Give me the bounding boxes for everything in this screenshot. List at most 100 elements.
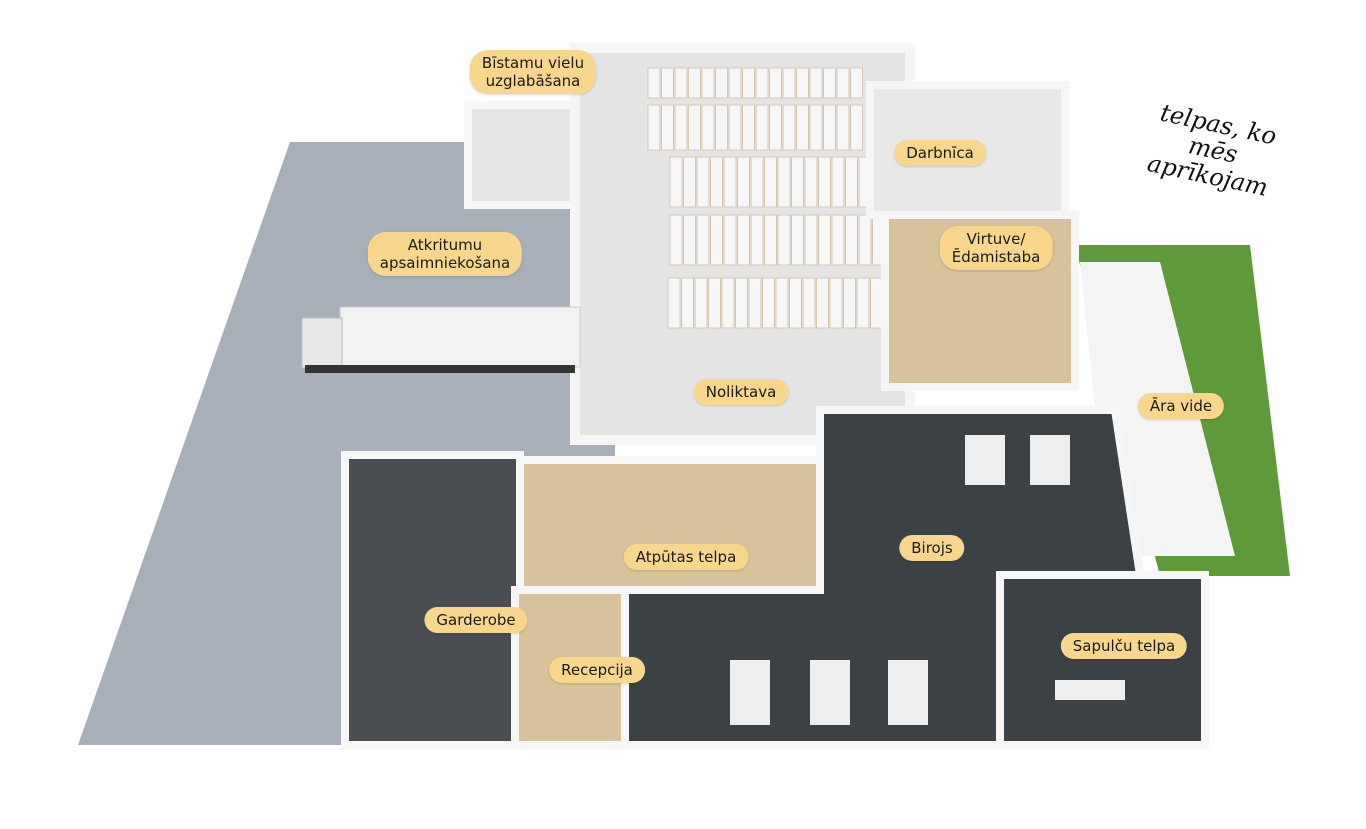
rack-box <box>721 277 735 329</box>
rack-box <box>816 277 829 329</box>
rack-box <box>735 277 748 329</box>
rack-box <box>683 156 696 208</box>
rack-box <box>683 214 696 266</box>
rack-box <box>818 214 831 266</box>
rack-box <box>681 277 694 329</box>
rack-box <box>750 156 764 208</box>
rack-box <box>708 277 721 329</box>
rack-box <box>836 104 850 151</box>
label-lounge: Atpūtas telpa <box>623 544 749 570</box>
rack-box <box>796 67 809 99</box>
truck <box>301 306 581 373</box>
rack-box <box>696 156 710 208</box>
rack-box <box>755 67 769 99</box>
rack-box <box>769 104 782 151</box>
rack-box <box>674 104 688 151</box>
rack-box <box>728 67 742 99</box>
office-desks <box>730 435 1125 725</box>
storage-racks <box>647 67 885 329</box>
rack-box <box>667 277 681 329</box>
rack-box <box>728 104 742 151</box>
rack-box <box>742 67 755 99</box>
rack-box <box>791 156 804 208</box>
rack-box <box>836 67 850 99</box>
label-warehouse: Noliktava <box>693 379 789 405</box>
rack-box <box>737 214 750 266</box>
rack-box <box>777 156 791 208</box>
rack-box <box>782 67 796 99</box>
rack-box <box>742 104 755 151</box>
rack-box <box>764 156 777 208</box>
label-kitchen: Virtuve/Ēdamistaba <box>939 226 1053 270</box>
rack-box <box>850 67 863 99</box>
rack-box <box>737 156 750 208</box>
rack-box <box>782 104 796 151</box>
label-workshop: Darbnīca <box>894 140 986 166</box>
label-reception: Recepcija <box>549 657 645 683</box>
label-line: Bīstamu vielu <box>481 54 585 72</box>
rack-box <box>809 104 823 151</box>
rack-box <box>823 67 836 99</box>
rack-box <box>777 214 791 266</box>
label-meeting: Sapulču telpa <box>1060 633 1188 659</box>
label-wardrobe: Garderobe <box>424 607 528 633</box>
label-line: Ēdamistaba <box>951 248 1041 266</box>
rack-box <box>647 104 661 151</box>
rack-box <box>647 67 661 99</box>
rack-box <box>762 277 775 329</box>
rack-box <box>804 156 818 208</box>
rack-box <box>831 214 845 266</box>
rack-box <box>843 277 856 329</box>
rack-box <box>696 214 710 266</box>
label-line: apsaimniekošana <box>379 254 511 272</box>
rack-box <box>850 104 863 151</box>
rack-box <box>661 104 674 151</box>
rack-box <box>710 214 723 266</box>
rack-box <box>701 67 715 99</box>
rack-box <box>858 214 872 266</box>
rack-box <box>829 277 843 329</box>
rack-box <box>755 104 769 151</box>
rack-box <box>688 104 701 151</box>
rack-box <box>669 156 683 208</box>
label-outdoor: Āra vide <box>1137 393 1225 419</box>
rack-box <box>791 214 804 266</box>
rack-box <box>748 277 762 329</box>
rack-box <box>796 104 809 151</box>
rack-box <box>804 214 818 266</box>
rack-box <box>823 104 836 151</box>
rack-box <box>661 67 674 99</box>
rack-box <box>845 214 858 266</box>
rack-box <box>694 277 708 329</box>
label-line: Atkritumu <box>407 236 483 254</box>
rack-box <box>809 67 823 99</box>
rack-box <box>701 104 715 151</box>
parking-lot <box>78 142 615 745</box>
rack-box <box>775 277 789 329</box>
label-line: Virtuve/ <box>966 230 1026 248</box>
rack-box <box>764 214 777 266</box>
rack-box <box>789 277 802 329</box>
rack-box <box>674 67 688 99</box>
rack-box <box>723 156 737 208</box>
lounge-room <box>516 456 824 594</box>
rack-box <box>750 214 764 266</box>
rack-box <box>802 277 816 329</box>
rack-box <box>769 67 782 99</box>
rack-box <box>715 104 728 151</box>
meeting-room <box>996 571 1209 749</box>
label-office: Birojs <box>899 535 965 561</box>
rack-box <box>715 67 728 99</box>
rack-box <box>710 156 723 208</box>
rack-box <box>870 277 883 329</box>
rack-box <box>818 156 831 208</box>
rack-box <box>831 156 845 208</box>
label-line: uzglabāšana <box>485 72 581 90</box>
rack-box <box>845 156 858 208</box>
rack-box <box>688 67 701 99</box>
rack-box <box>856 277 870 329</box>
rack-box <box>669 214 683 266</box>
